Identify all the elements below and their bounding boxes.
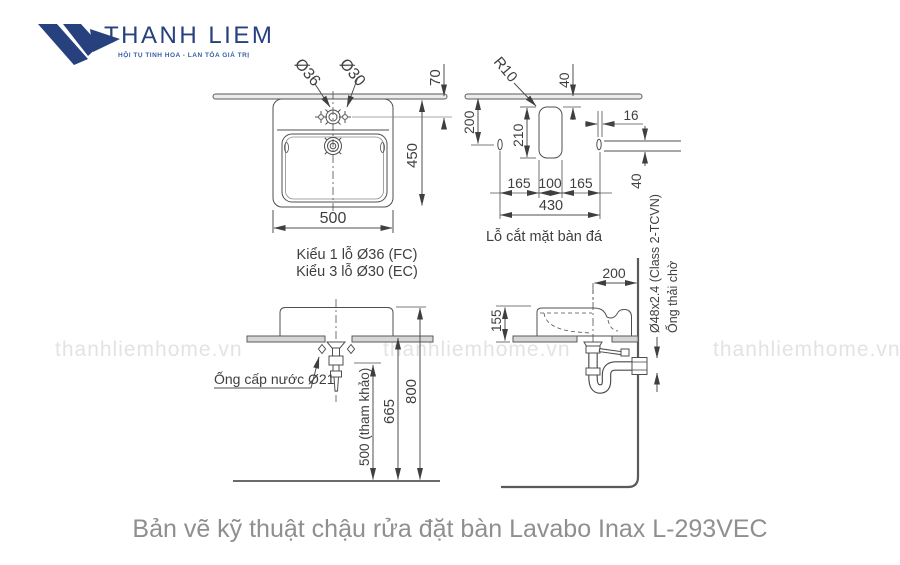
dim-label-500: 500 xyxy=(320,210,347,227)
dim-label-16: 16 xyxy=(623,108,638,123)
drain-pipe-spec-label: Ø48x2.4 (Class 2-TCVN) xyxy=(648,194,662,333)
watermark-center: thanhliemhome.vn xyxy=(383,338,571,361)
watermark-right: thanhliemhome.vn xyxy=(713,338,900,361)
dim-label-40-top: 40 xyxy=(556,72,572,88)
drain-wait-pipe-label: Ống thải chờ xyxy=(665,261,680,333)
supply-pipe-label: Ống cấp nước Ø21 xyxy=(214,370,335,387)
dim-label-70: 70 xyxy=(427,69,444,86)
drawing-title: Bản vẽ kỹ thuật chậu rửa đặt bàn Lavabo … xyxy=(132,515,768,543)
dim-label-200-wall: 200 xyxy=(602,265,626,281)
dim-label-hole1: Ø36 xyxy=(291,56,324,90)
brand-logo-icon xyxy=(38,24,120,65)
dim-label-665: 665 xyxy=(381,399,398,424)
plan-note-2: Kiểu 3 lỗ Ø30 (EC) xyxy=(296,263,418,280)
brand-name: THANH LIEM xyxy=(104,22,275,49)
side-view-labels: 200 155 Ø48x2.4 (Class 2-TCVN) Ống thải … xyxy=(489,194,680,333)
plan-note-1: Kiểu 1 lỗ Ø36 (FC) xyxy=(297,246,418,263)
watermark-left: thanhliemhome.vn xyxy=(55,338,243,361)
cutout-caption: Lỗ cắt mặt bàn đá xyxy=(486,228,603,245)
dim-label-800: 800 xyxy=(403,379,420,404)
dim-label-100: 100 xyxy=(538,175,562,191)
front-view-labels: Ống cấp nước Ø21 500 (tham khảo) 665 800 xyxy=(214,368,420,466)
dim-label-450: 450 xyxy=(404,143,421,168)
side-view-drawing xyxy=(496,258,660,489)
dim-label-165-right: 165 xyxy=(569,175,593,191)
dim-label-500-ref: 500 (tham khảo) xyxy=(357,368,372,466)
dim-label-r10: R10 xyxy=(490,54,521,86)
front-view-drawing xyxy=(214,299,440,482)
dim-label-40-right: 40 xyxy=(628,173,644,189)
dim-label-155: 155 xyxy=(489,309,504,332)
dim-label-hole2: Ø30 xyxy=(336,56,369,90)
brand-logo: THANH LIEM HỘI TỤ TINH HOA - LAN TỎA GIÁ… xyxy=(28,14,288,70)
dim-label-200-left: 200 xyxy=(461,110,477,134)
cutout-view-labels: R10 40 200 210 16 40 165 100 165 430 Lỗ … xyxy=(461,54,644,245)
brand-tagline: HỘI TỤ TINH HOA - LAN TỎA GIÁ TRỊ xyxy=(118,52,250,59)
dim-label-165-left: 165 xyxy=(507,175,531,191)
plan-view-drawing xyxy=(212,64,452,233)
dim-label-210: 210 xyxy=(510,123,526,147)
cutout-view-drawing xyxy=(464,64,681,219)
dim-label-430: 430 xyxy=(539,198,563,214)
